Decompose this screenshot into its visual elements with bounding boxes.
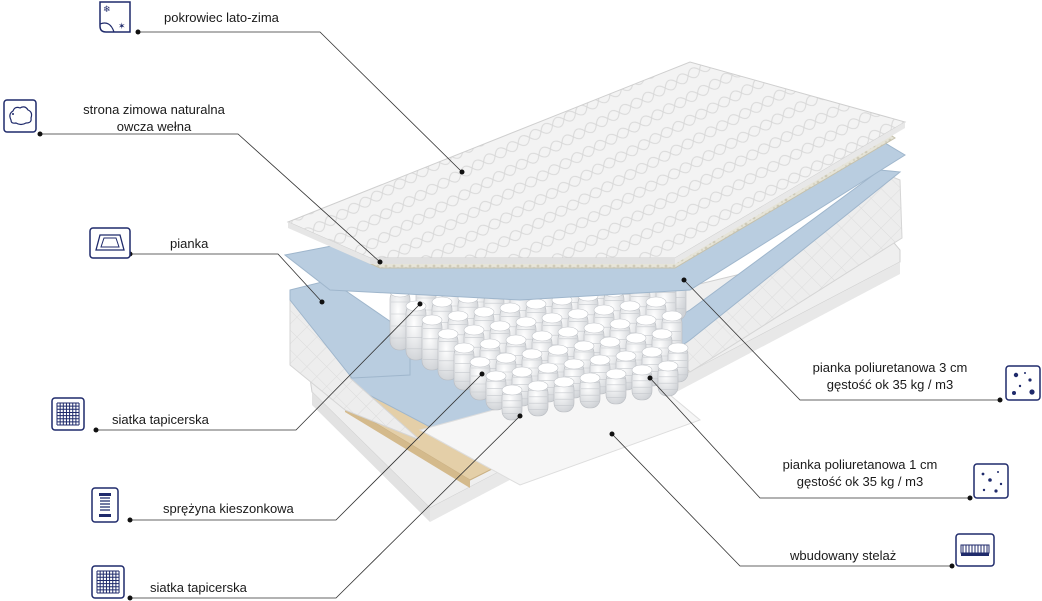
dots-foam-icon bbox=[1005, 365, 1041, 401]
label-mesh-top: siatka tapicerska bbox=[112, 412, 209, 427]
foam-tray-icon bbox=[89, 227, 131, 259]
label-pu3-line2: gęstość ok 35 kg / m3 bbox=[826, 377, 954, 392]
label-pu3-line1: pianka poliuretanowa 3 cm bbox=[812, 360, 968, 375]
label-foam: pianka bbox=[170, 236, 209, 251]
label-pu3: pianka poliuretanowa 3 cm gęstość ok 35 … bbox=[800, 359, 980, 393]
mattress-cover bbox=[286, 61, 907, 264]
snowflake-sun-icon: ❄ ✶ bbox=[99, 1, 131, 33]
spring-icon bbox=[91, 487, 119, 523]
label-wool: strona zimowa naturalna owcza wełna bbox=[62, 101, 246, 135]
sheep-icon bbox=[3, 99, 37, 133]
svg-text:❄: ❄ bbox=[103, 5, 111, 15]
grid-mesh-icon bbox=[91, 565, 125, 599]
label-frame: wbudowany stelaż bbox=[790, 548, 897, 563]
label-wool-line2: owcza wełna bbox=[116, 119, 192, 134]
grid-mesh-icon bbox=[51, 397, 85, 431]
label-pu1: pianka poliuretanowa 1 cm gęstość ok 35 … bbox=[764, 456, 956, 490]
leader-lines bbox=[40, 31, 1000, 599]
label-pu1-line2: gęstość ok 35 kg / m3 bbox=[796, 474, 924, 489]
label-wool-line1: strona zimowa naturalna bbox=[83, 102, 225, 117]
dots-foam-small-icon bbox=[973, 463, 1009, 499]
frame-bar-icon bbox=[955, 533, 995, 567]
label-mesh-bottom: siatka tapicerska bbox=[150, 580, 247, 595]
label-spring: sprężyna kieszonkowa bbox=[163, 501, 294, 516]
label-pu1-line1: pianka poliuretanowa 1 cm bbox=[782, 457, 938, 472]
svg-text:✶: ✶ bbox=[118, 22, 126, 32]
label-cover: pokrowiec lato-zima bbox=[164, 10, 279, 25]
